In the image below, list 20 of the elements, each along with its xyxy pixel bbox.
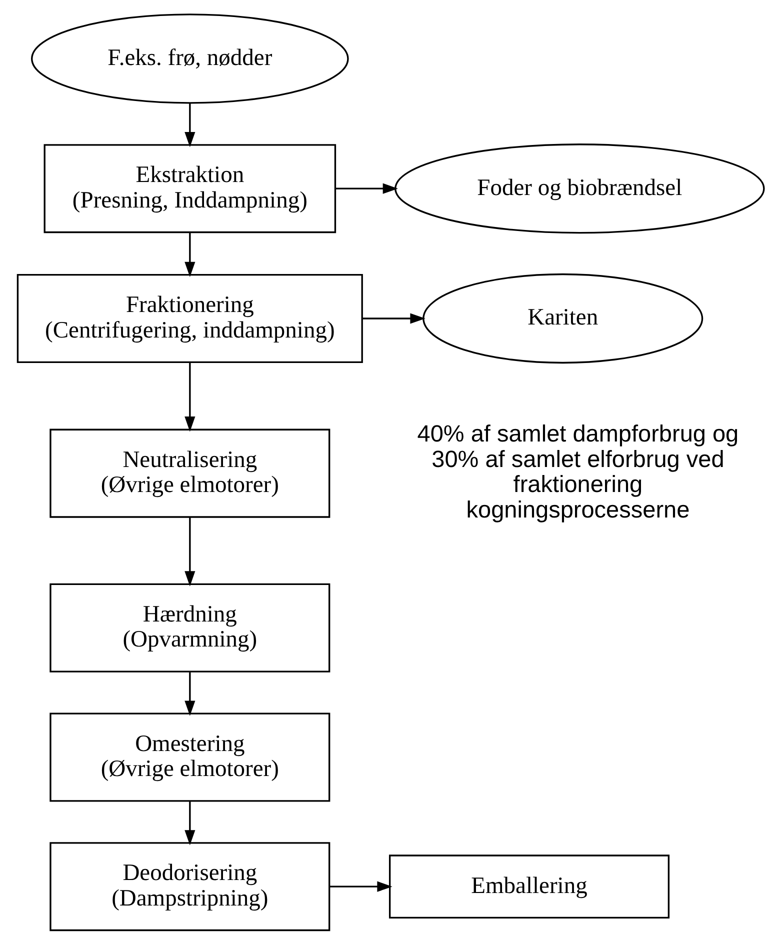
arrow bbox=[184, 103, 196, 148]
arrow bbox=[184, 517, 196, 586]
arrow bbox=[184, 232, 196, 277]
node-box: Hærdning (Opvarmning) bbox=[50, 583, 330, 672]
label: 40% af samlet dampforbrug og 30% af samlet elforbrug ved fraktionering kogningsprocesserne bbox=[417, 420, 739, 522]
arrow bbox=[330, 881, 392, 892]
arrow bbox=[362, 313, 426, 324]
arrow bbox=[184, 362, 196, 432]
node-box: Omestering (Øvrige elmotorer) bbox=[50, 712, 330, 802]
node-ellipse: Foder og biobrændsel bbox=[394, 144, 765, 234]
node-ellipse: Kariten bbox=[422, 273, 704, 364]
node-ellipse: F.eks. frø, nødder bbox=[31, 14, 349, 104]
arrow bbox=[184, 802, 196, 846]
node-box: Fraktionering (Centrifugering, inddampning) bbox=[16, 274, 363, 364]
node-box: Neutralisering (Øvrige elmotorer) bbox=[50, 428, 330, 518]
node-box: Emballering bbox=[388, 854, 670, 918]
node-box: Deodorisering (Dampstripning) bbox=[50, 842, 330, 932]
arrow bbox=[184, 672, 196, 716]
node-box: Ekstraktion (Presning, Inddampning) bbox=[44, 144, 336, 234]
arrow bbox=[335, 183, 398, 194]
